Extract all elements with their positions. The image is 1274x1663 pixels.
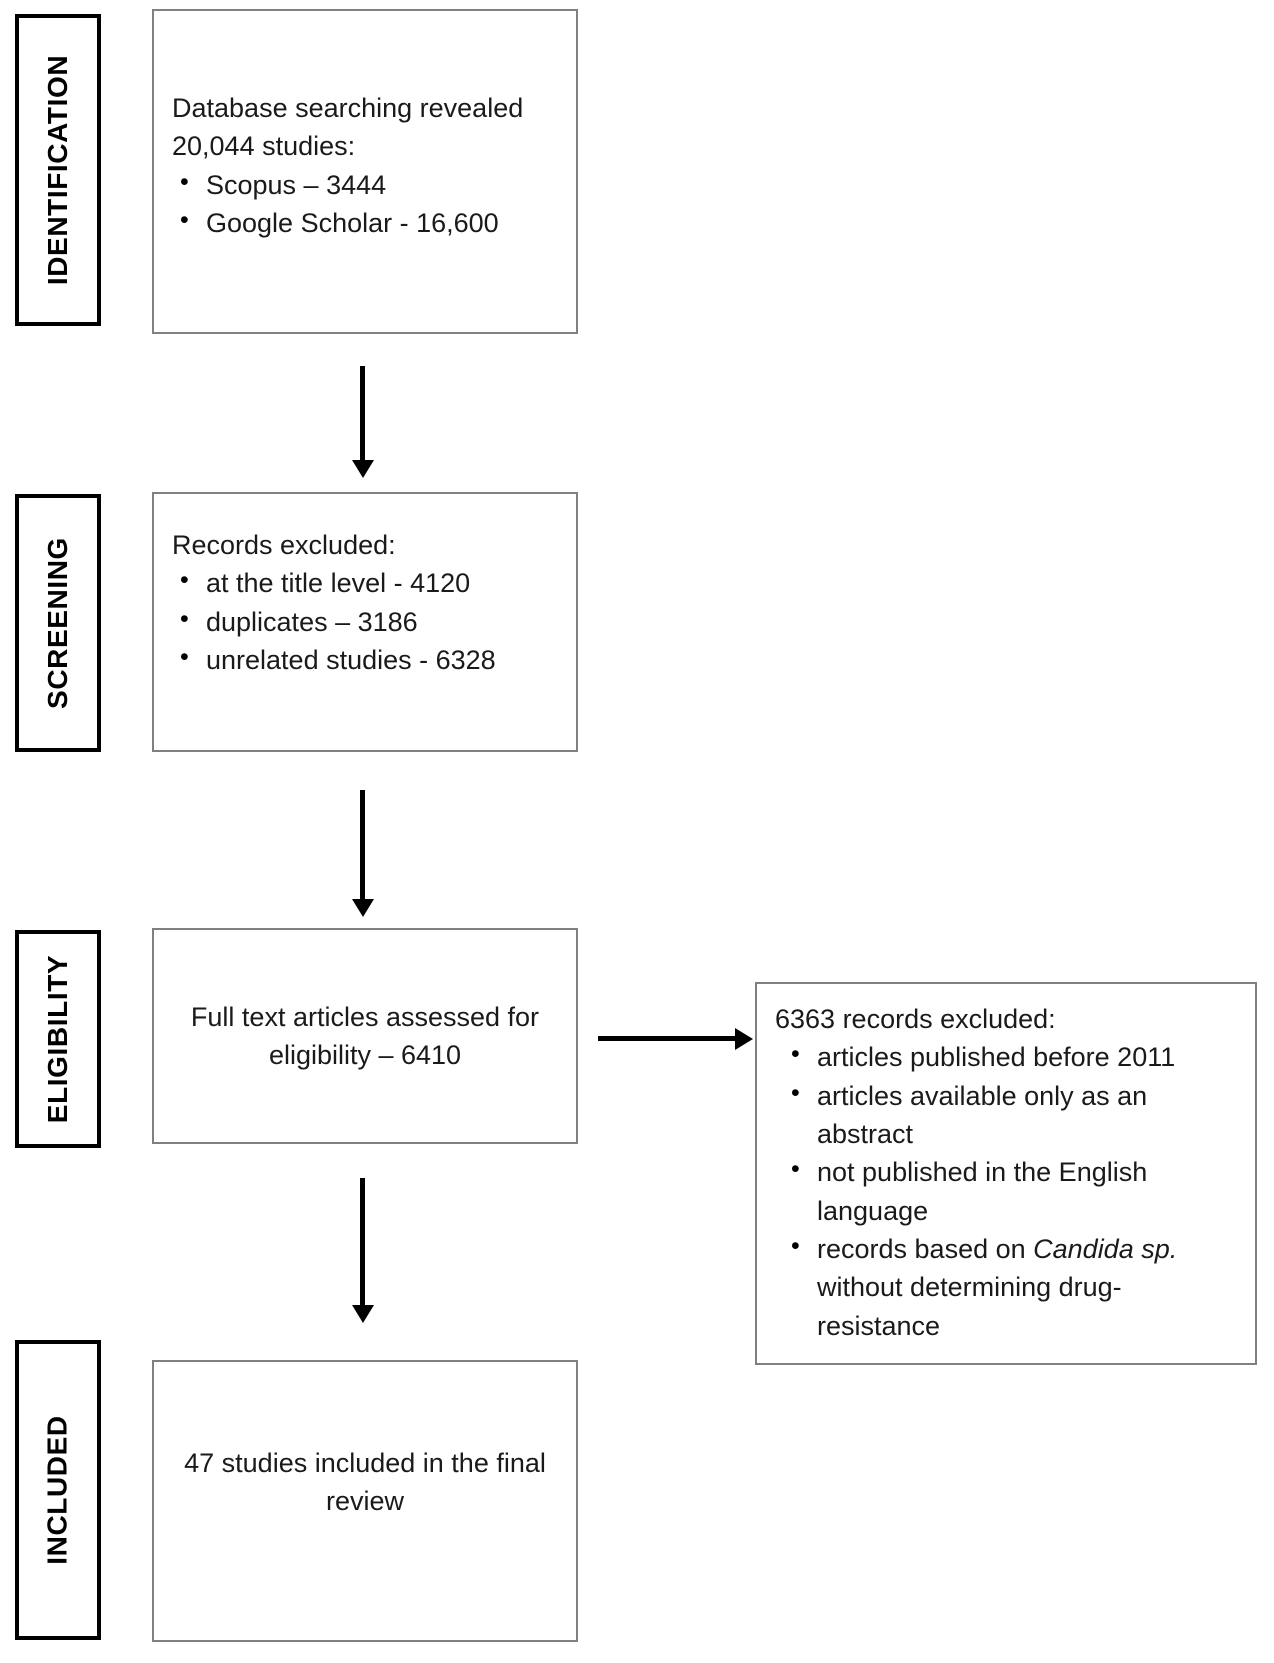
arrow-eligibility-to-included bbox=[360, 1178, 365, 1306]
list-item: unrelated studies - 6328 bbox=[172, 640, 558, 679]
list-item: articles available only as an abstract bbox=[775, 1076, 1239, 1154]
stage-label-identification: IDENTIFICATION bbox=[15, 14, 101, 326]
included-box: 47 studies included in the final review bbox=[152, 1360, 578, 1642]
arrow-identification-to-screening bbox=[360, 366, 365, 461]
stage-label-eligibility: ELIGIBILITY bbox=[15, 930, 101, 1148]
exclusion-item-suffix: without determining drug-resistance bbox=[817, 1272, 1122, 1341]
identification-source-list: Scopus – 3444 Google Scholar - 16,600 bbox=[172, 165, 558, 243]
list-item: Google Scholar - 16,600 bbox=[172, 203, 558, 242]
list-item: not published in the English language bbox=[775, 1152, 1239, 1230]
list-item: Scopus – 3444 bbox=[172, 165, 558, 204]
stage-label-identification-text: IDENTIFICATION bbox=[42, 54, 73, 286]
screening-box: Records excluded: at the title level - 4… bbox=[152, 492, 578, 752]
exclusion-item-species-name: Candida sp. bbox=[1033, 1233, 1178, 1264]
list-item: records based on Candida sp. without det… bbox=[775, 1229, 1239, 1345]
exclusion-reason-list: articles published before 2011 articles … bbox=[775, 1037, 1239, 1345]
eligibility-text: Full text articles assessed for eligibil… bbox=[190, 1002, 540, 1071]
arrow-eligibility-to-exclusion bbox=[598, 1036, 736, 1041]
screening-lead-text: Records excluded: bbox=[172, 530, 396, 560]
exclusion-reasons-box: 6363 records excluded: articles publishe… bbox=[755, 982, 1257, 1365]
identification-lead-text: Database searching revealed 20,044 studi… bbox=[172, 93, 524, 162]
list-item: duplicates – 3186 bbox=[172, 602, 558, 641]
exclusion-lead-text: 6363 records excluded: bbox=[775, 1004, 1056, 1034]
eligibility-box: Full text articles assessed for eligibil… bbox=[152, 928, 578, 1144]
included-text: 47 studies included in the final review bbox=[184, 1448, 546, 1517]
identification-box: Database searching revealed 20,044 studi… bbox=[152, 9, 578, 334]
stage-label-included: INCLUDED bbox=[15, 1340, 101, 1640]
stage-label-included-text: INCLUDED bbox=[42, 1415, 73, 1565]
stage-label-screening-text: SCREENING bbox=[42, 537, 73, 709]
list-item: at the title level - 4120 bbox=[172, 563, 558, 602]
list-item: articles published before 2011 bbox=[775, 1037, 1239, 1076]
stage-label-screening: SCREENING bbox=[15, 494, 101, 752]
arrow-screening-to-eligibility bbox=[360, 790, 365, 900]
stage-label-eligibility-text: ELIGIBILITY bbox=[42, 954, 74, 1124]
screening-exclusion-list: at the title level - 4120 duplicates – 3… bbox=[172, 563, 558, 679]
exclusion-item-prefix: records based on bbox=[817, 1233, 1034, 1264]
